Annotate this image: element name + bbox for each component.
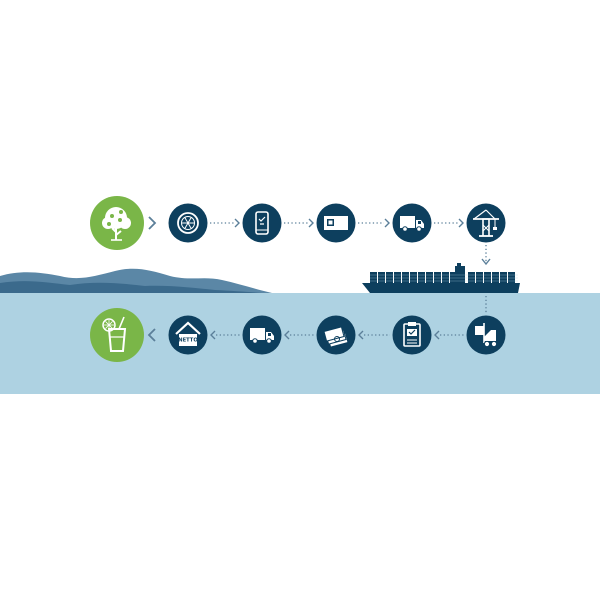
ship-container (402, 272, 409, 283)
clipboard-check-icon (403, 322, 421, 347)
ship-container (426, 272, 433, 283)
flow-arrow (458, 218, 464, 228)
process-node (90, 308, 144, 362)
ship-container (484, 272, 491, 283)
cash-stack-icon (323, 326, 349, 348)
process-node (392, 315, 432, 355)
ship-container (468, 272, 475, 283)
process-node: NETTO (168, 315, 208, 355)
flow-arrow (481, 258, 491, 266)
sea-band (0, 293, 600, 394)
process-node-circle (242, 203, 282, 243)
ship-container (442, 272, 449, 283)
flow-arrow (434, 330, 440, 340)
flow-arrow (234, 218, 240, 228)
ship-container (434, 272, 441, 283)
flow-arrow (284, 330, 290, 340)
ship-container (386, 272, 393, 283)
ship-container (370, 272, 377, 283)
shipping-container-icon (324, 216, 348, 230)
ship-bridge (455, 266, 465, 283)
process-node (466, 315, 506, 355)
mountain-range-icon (0, 268, 272, 293)
citrus-slice-icon (177, 212, 199, 234)
ship-container (500, 272, 507, 283)
flow-connectors (147, 216, 491, 342)
ship-container (410, 272, 417, 283)
juice-glass-icon (102, 316, 127, 352)
process-node (392, 203, 432, 243)
mountain-front (0, 281, 262, 293)
forklift-icon (475, 323, 498, 348)
container-ship-icon (362, 263, 520, 293)
ship-container (492, 272, 499, 283)
delivery-truck-icon (400, 216, 424, 232)
ship-container (394, 272, 401, 283)
process-node (466, 203, 506, 243)
delivery-truck-icon (250, 328, 274, 344)
ship-mast (457, 263, 461, 267)
process-node (168, 203, 208, 243)
fruit-tree-icon (102, 207, 131, 241)
netto-store-icon: NETTO (175, 321, 201, 346)
flow-arrow (147, 328, 156, 342)
ship-container (476, 272, 483, 283)
store-sign-label: NETTO (178, 338, 198, 344)
ship-container (418, 272, 425, 283)
process-node (242, 203, 282, 243)
ship-hull (362, 283, 520, 293)
bottom-process-row: NETTO (90, 308, 506, 362)
process-node-circle (90, 308, 144, 362)
flow-arrow (308, 218, 314, 228)
process-node (316, 203, 356, 243)
mobile-phone-icon (255, 211, 269, 235)
flow-arrow (148, 216, 157, 230)
process-node (316, 315, 356, 355)
port-crane-icon (473, 209, 499, 237)
ship-container (450, 272, 457, 283)
flow-arrow (210, 330, 216, 340)
process-node (90, 196, 144, 250)
process-node-circle (466, 203, 506, 243)
ship-container (378, 272, 385, 283)
top-process-row (90, 196, 506, 250)
flow-arrow (384, 218, 390, 228)
process-node (242, 315, 282, 355)
flow-arrow (358, 330, 364, 340)
ship-container (508, 272, 515, 283)
